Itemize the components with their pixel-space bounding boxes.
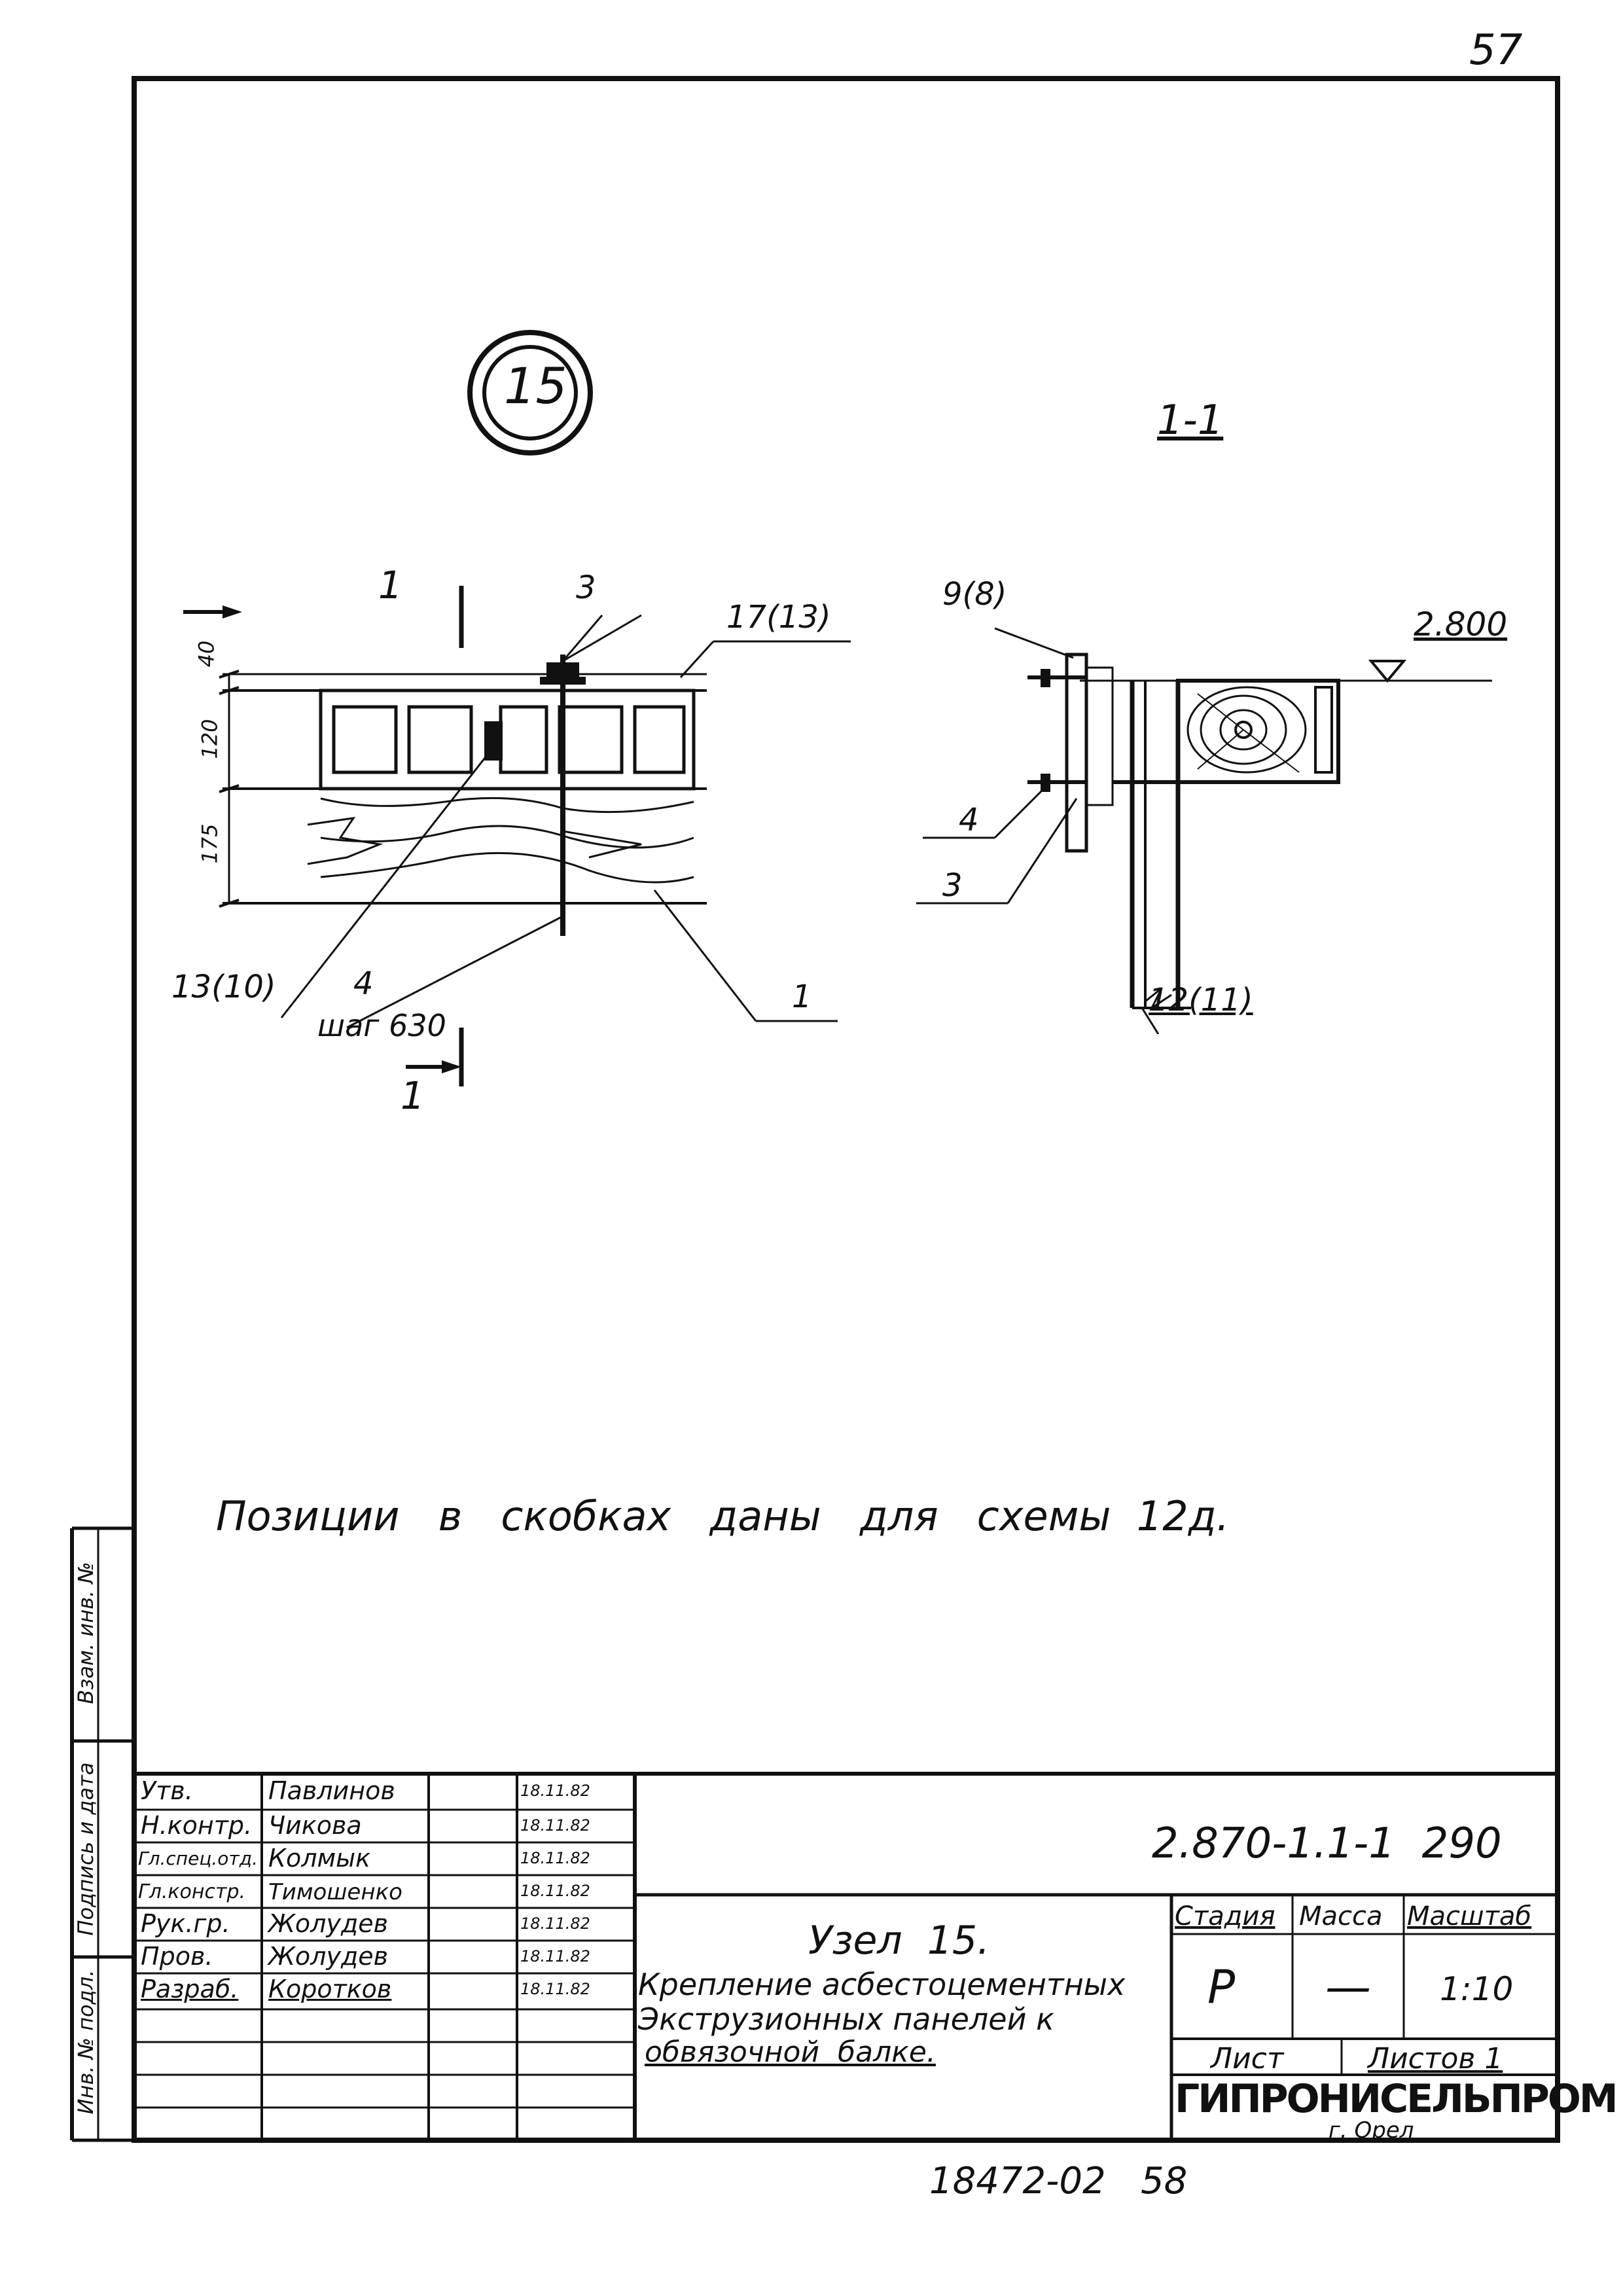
- side-stamp-vzam: Взам. инв. №: [73, 1562, 98, 1704]
- left-label-1: 1: [792, 978, 812, 1015]
- row-role: Рук.гр.: [141, 1909, 230, 1938]
- left-cut-mark-bottom: 1: [401, 1073, 425, 1118]
- row-utv: Утв. Павлинов 18.11.82: [134, 1775, 635, 1809]
- left-label-4: 4: [353, 965, 374, 1002]
- row-role: Разраб.: [141, 1975, 239, 2003]
- row-name: Жолудев: [268, 1942, 389, 1971]
- row-name: Чикова: [268, 1811, 362, 1840]
- row-name: Жолудев: [268, 1909, 389, 1938]
- title-line-4: обвязочной балке.: [645, 2036, 936, 2069]
- bottom-code: 18472-02 58: [929, 2160, 1188, 2202]
- stage-value: Р: [1207, 1960, 1236, 2014]
- row-role: Н.контр.: [141, 1811, 253, 1840]
- node-number: 15: [504, 357, 567, 415]
- row-name: Павлинов: [268, 1776, 395, 1805]
- row-glspec: Гл.спец.отд. Колмык 18.11.82: [134, 1842, 635, 1875]
- row-role: Пров.: [141, 1942, 213, 1971]
- dim-175: 175: [197, 823, 223, 864]
- row-role: Гл.спец.отд.: [138, 1848, 258, 1869]
- stage-header: Стадия: [1175, 1901, 1275, 1931]
- title-line-1: Узел 15.: [808, 1918, 990, 1964]
- dim-40: 40: [194, 640, 219, 668]
- left-label-step: шаг 630: [317, 1008, 446, 1043]
- row-nkontr: Н.контр. Чикова 18.11.82: [134, 1810, 635, 1842]
- row-role: Гл.констр.: [138, 1880, 246, 1903]
- right-view-drawing: [916, 627, 1492, 1034]
- side-stamp-signature: Подпись и дата: [73, 1762, 98, 1936]
- row-razrab: Разраб. Коротков 18.11.82: [134, 1973, 635, 2009]
- title-line-2: Крепление асбестоцементных: [638, 1967, 1126, 2002]
- row-date: 18.11.82: [520, 1782, 590, 1800]
- title-line-3: Экструзионных панелей к: [638, 2001, 1054, 2037]
- row-date: 18.11.82: [520, 1947, 590, 1965]
- left-cut-mark-top: 1: [378, 563, 402, 607]
- section-label: 1-1: [1157, 396, 1224, 444]
- node-circle: [467, 330, 593, 456]
- org-city: г. Орел: [1329, 2117, 1414, 2144]
- right-label-12-11: 12(11): [1149, 982, 1253, 1018]
- row-rukgr: Рук.гр. Жолудев 18.11.82: [134, 1908, 635, 1941]
- row-date: 18.11.82: [520, 1849, 590, 1867]
- sheet-label: Лист: [1211, 2042, 1284, 2075]
- dim-120: 120: [197, 719, 223, 759]
- elevation-label: 2.800: [1414, 605, 1508, 643]
- doc-code: 2.870-1.1-1 290: [1152, 1820, 1502, 1868]
- row-name: Коротков: [268, 1975, 392, 2003]
- page-number: 57: [1469, 26, 1523, 75]
- row-role: Утв.: [141, 1776, 193, 1805]
- row-date: 18.11.82: [520, 1816, 590, 1835]
- row-glkonstr: Гл.констр. Тимошенко 18.11.82: [134, 1875, 635, 1908]
- row-date: 18.11.82: [520, 1980, 590, 1998]
- right-label-3: 3: [942, 867, 963, 904]
- mass-value: —: [1325, 1960, 1371, 2014]
- row-name: Колмык: [268, 1844, 371, 1873]
- mass-header: Масса: [1299, 1901, 1383, 1931]
- row-prov: Пров. Жолудев 18.11.82: [134, 1941, 635, 1973]
- row-name: Тимошенко: [268, 1879, 402, 1905]
- left-label-17-13: 17(13): [726, 599, 831, 636]
- scale-value: 1:10: [1440, 1970, 1514, 2008]
- org-name: ГИПРОНИСЕЛЬПРОМ: [1175, 2076, 1618, 2122]
- left-label-13-10: 13(10): [171, 969, 276, 1005]
- note-text: Позиции в скобках даны для схемы 12д.: [216, 1492, 1230, 1540]
- left-label-3: 3: [576, 569, 596, 606]
- left-view-drawing: [183, 586, 851, 1086]
- row-date: 18.11.82: [520, 1882, 590, 1900]
- sheets-label: Листов 1: [1368, 2042, 1503, 2075]
- side-stamp-inv-podl: Инв. № подл.: [73, 1969, 98, 2115]
- row-date: 18.11.82: [520, 1914, 590, 1933]
- right-label-4: 4: [959, 802, 979, 838]
- right-label-9-8: 9(8): [942, 576, 1007, 613]
- scale-header: Масштаб: [1407, 1901, 1532, 1931]
